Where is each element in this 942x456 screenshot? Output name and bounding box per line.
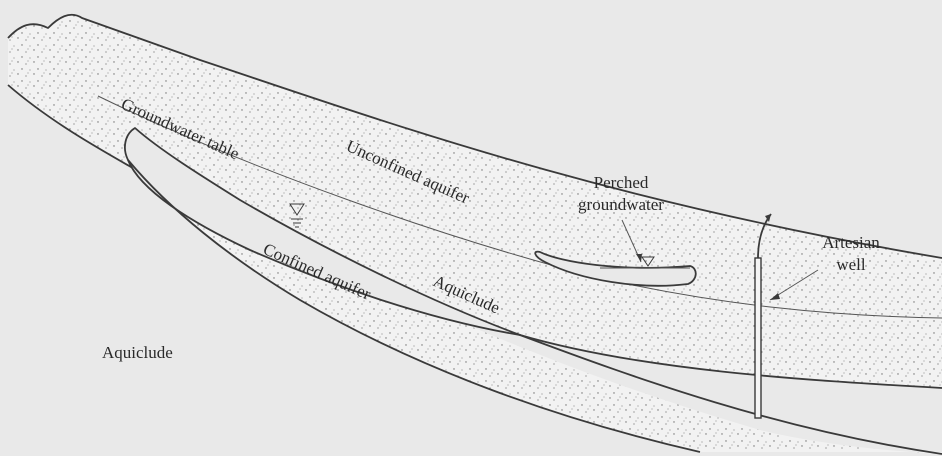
perched-groundwater-label-line2: groundwater	[578, 195, 664, 214]
artesian-well-label-line2: well	[836, 255, 866, 274]
perched-groundwater-label-line1: Perched	[594, 173, 649, 192]
artesian-well-label-line1: Artesian	[822, 233, 880, 252]
aquiclude-lower-label: Aquiclude	[102, 343, 173, 362]
